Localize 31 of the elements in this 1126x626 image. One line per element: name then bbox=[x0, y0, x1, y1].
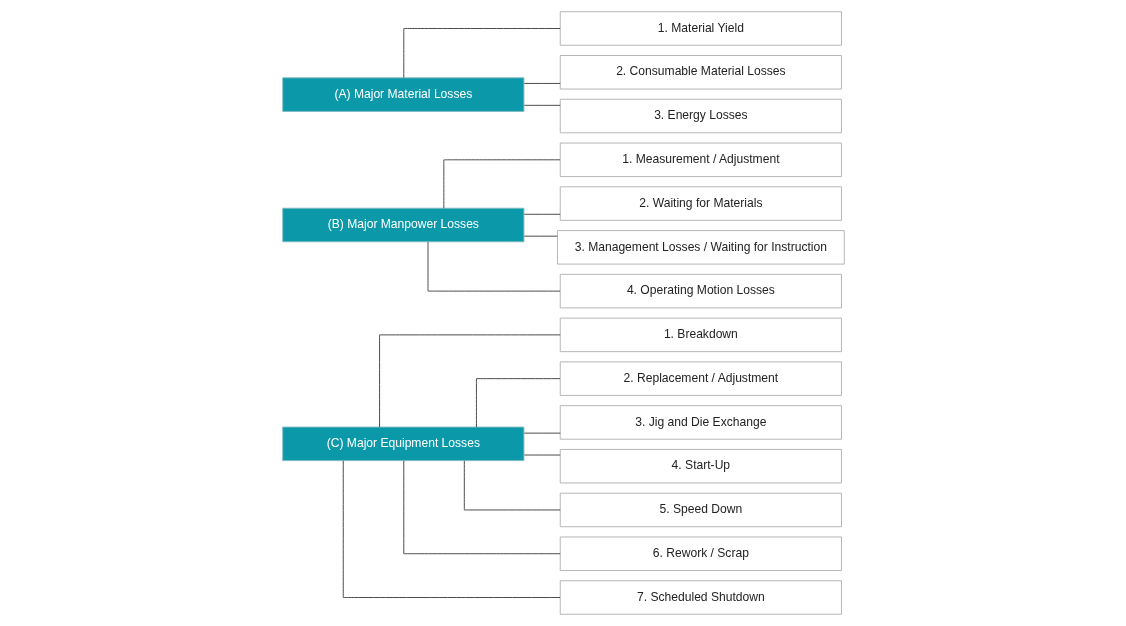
node-box: 4. Operating Motion Losses bbox=[559, 273, 842, 309]
node-box: 3. Management Losses / Waiting for Instruction bbox=[556, 230, 845, 265]
connector bbox=[523, 104, 561, 106]
connector bbox=[475, 378, 560, 428]
connector bbox=[402, 460, 561, 555]
connector bbox=[463, 460, 561, 511]
connector bbox=[523, 82, 561, 84]
node-box: 5. Speed Down bbox=[559, 492, 842, 528]
connector bbox=[442, 159, 560, 209]
node-box: 6. Rework / Scrap bbox=[559, 536, 842, 571]
node-box: 4. Start-Up bbox=[559, 448, 842, 484]
node-box: 3. Jig and Die Exchange bbox=[559, 405, 842, 440]
node-box: (B) Major Manpower Losses bbox=[281, 207, 524, 243]
connector bbox=[342, 460, 560, 598]
node-box: (A) Major Material Losses bbox=[281, 77, 524, 112]
node-box: (C) Major Equipment Losses bbox=[281, 426, 524, 462]
node-box: 1. Measurement / Adjustment bbox=[559, 142, 842, 178]
connector bbox=[523, 432, 561, 434]
connector bbox=[523, 213, 561, 215]
node-box: 2. Waiting for Materials bbox=[559, 186, 842, 221]
node-box: 1. Material Yield bbox=[559, 11, 842, 46]
node-box: 7. Scheduled Shutdown bbox=[559, 580, 842, 615]
node-box: 3. Energy Losses bbox=[559, 98, 842, 134]
connector bbox=[523, 235, 558, 237]
node-box: 2. Replacement / Adjustment bbox=[559, 361, 842, 396]
node-box: 2. Consumable Material Losses bbox=[559, 55, 842, 90]
connector bbox=[402, 28, 561, 79]
connector bbox=[378, 334, 561, 428]
connector bbox=[523, 454, 561, 456]
node-box: 1. Breakdown bbox=[559, 317, 842, 353]
connector bbox=[427, 241, 560, 292]
